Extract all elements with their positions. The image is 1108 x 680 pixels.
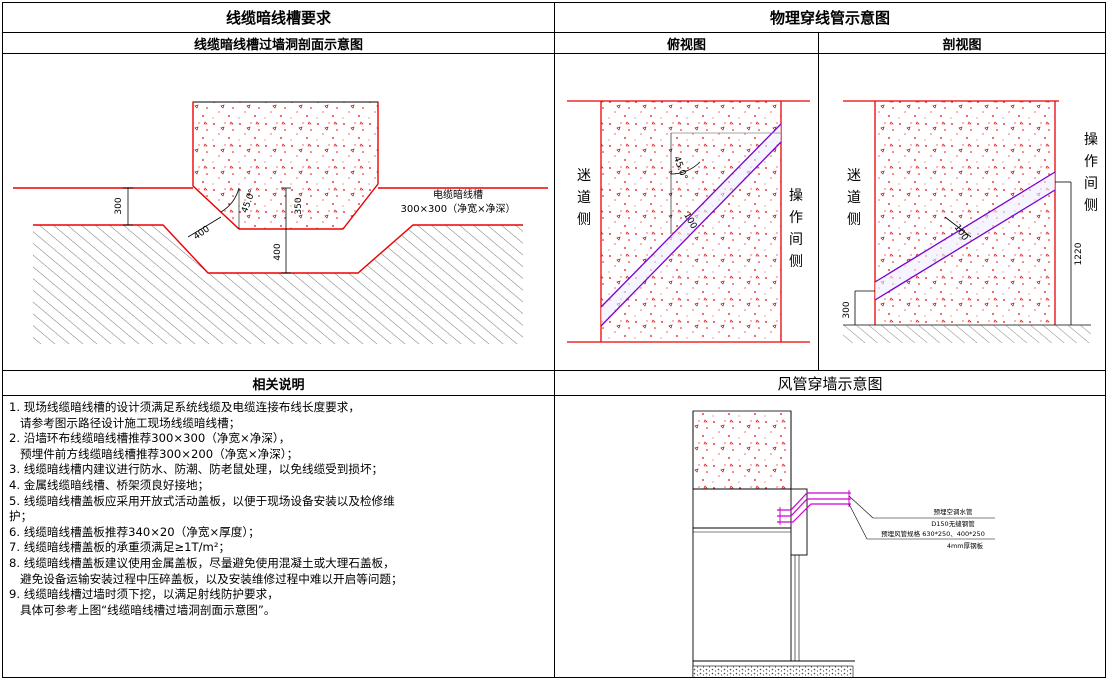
top-view-diagram: 45.0° 100 迷 道 侧 操 作 间 侧 (567, 100, 810, 343)
section-view-diagram: 100 1220 300 迷 道 侧 操 作 间 侧 (842, 100, 1098, 343)
trench-label-size: 300×300（净宽×净深） (401, 202, 516, 215)
top-view-left-side-3: 侧 (577, 212, 591, 228)
section-view-dim-1220: 1220 (1074, 242, 1084, 265)
note-line: 7. 线缆暗线槽盖板的承重须满足≥1T/m²； (9, 540, 231, 555)
notes-list: 1. 现场线缆暗线槽的设计须满足系统线缆及电缆连接布线长度要求， 请参考图示路径… (9, 400, 546, 618)
duct-note-3: 预埋风管规格 630*250、400*250 (881, 529, 985, 538)
duct-panel: 预埋空调水管 D150无缝钢管 预埋风管规格 630*250、400*250 4… (554, 395, 1106, 678)
section-view-left-side-2: 道 (847, 190, 861, 206)
top-view-left-side-1: 迷 (577, 168, 591, 184)
top-view-header: 俯视图 (554, 32, 819, 54)
top-view-right-side-4: 侧 (789, 254, 803, 270)
duct-diagram: 预埋空调水管 D150无缝钢管 预埋风管规格 630*250、400*250 4… (692, 410, 995, 677)
duct-note-2: D150无缝钢管 (931, 519, 975, 528)
trench-section-header: 线缆暗线槽过墙洞剖面示意图 (2, 32, 555, 54)
left-main-header: 线缆暗线槽要求 (2, 2, 555, 33)
section-view-header: 剖视图 (818, 32, 1106, 54)
note-line: 8. 线缆暗线槽盖板建议使用金属盖板，尽量避免使用混凝土或大理石盖板， (9, 555, 395, 570)
note-line: 4. 金属线缆暗线槽、桥架须良好接地； (9, 477, 210, 492)
section-view-dim-300: 300 (842, 301, 852, 318)
trench-dim-300: 300 (114, 197, 124, 214)
top-view-right-side-2: 作 (789, 210, 803, 226)
section-view-right-side-3: 间 (1084, 176, 1098, 192)
section-view-right-side-2: 作 (1084, 154, 1098, 170)
top-view-left-side-2: 道 (577, 190, 591, 206)
section-view-panel: 100 1220 300 迷 道 侧 操 作 间 侧 (818, 53, 1106, 371)
trench-diagram: 300 350 45.0° 400 400 电缆暗线槽 300×300（净宽×净… (13, 101, 548, 344)
section-view-right-side-4: 侧 (1084, 198, 1098, 214)
section-view-right-side-1: 操 (1084, 132, 1098, 148)
section-view-left-side-1: 迷 (847, 168, 861, 184)
top-view-panel: 45.0° 100 迷 道 侧 操 作 间 侧 (554, 53, 819, 371)
duct-header: 风管穿墙示意图 (554, 370, 1106, 396)
duct-note-1: 预埋空调水管 (934, 507, 974, 516)
note-line: 具体可参考上图“线缆暗线槽过墙洞剖面示意图”。 (20, 602, 276, 617)
note-line: 护； (9, 509, 33, 524)
note-line: 避免设备运输安装过程中压碎盖板，以及安装维修过程中难以开启等问题； (20, 571, 403, 586)
trench-dim-400-depth: 400 (273, 243, 283, 260)
note-line: 预埋件前方线缆暗线槽推荐300×200（净宽×净深）； (20, 446, 299, 461)
note-line: 5. 线缆暗线槽盖板应采用开放式活动盖板，以便于现场设备安装以及检修维 (9, 493, 395, 508)
duct-note-4: 4mm厚钢板 (947, 541, 984, 550)
trench-diagram-panel: 300 350 45.0° 400 400 电缆暗线槽 300×300（净宽×净… (2, 53, 555, 371)
note-line: 请参考图示路径设计施工现场线缆暗线槽； (20, 415, 241, 430)
note-line: 6. 线缆暗线槽盖板推荐340×20（净宽×厚度）； (9, 524, 260, 539)
right-main-header: 物理穿线管示意图 (554, 2, 1106, 33)
note-line: 9. 线缆暗线槽过墙时须下挖，以满足射线防护要求， (9, 587, 279, 602)
note-line: 2. 沿墙环布线缆暗线槽推荐300×300（净宽×净深）， (9, 431, 291, 446)
notes-panel: 1. 现场线缆暗线槽的设计须满足系统线缆及电缆连接布线长度要求， 请参考图示路径… (2, 395, 555, 678)
trench-dim-350: 350 (294, 197, 304, 214)
note-line: 1. 现场线缆暗线槽的设计须满足系统线缆及电缆连接布线长度要求， (9, 400, 360, 414)
top-view-right-side-3: 间 (789, 232, 803, 248)
notes-header: 相关说明 (2, 370, 555, 396)
top-view-right-side-1: 操 (789, 188, 803, 204)
section-view-left-side-3: 侧 (847, 212, 861, 228)
trench-label-title: 电缆暗线槽 (433, 188, 483, 201)
note-line: 3. 线缆暗线槽内建议进行防水、防潮、防老鼠处理，以免线缆受到损坏； (9, 462, 384, 477)
